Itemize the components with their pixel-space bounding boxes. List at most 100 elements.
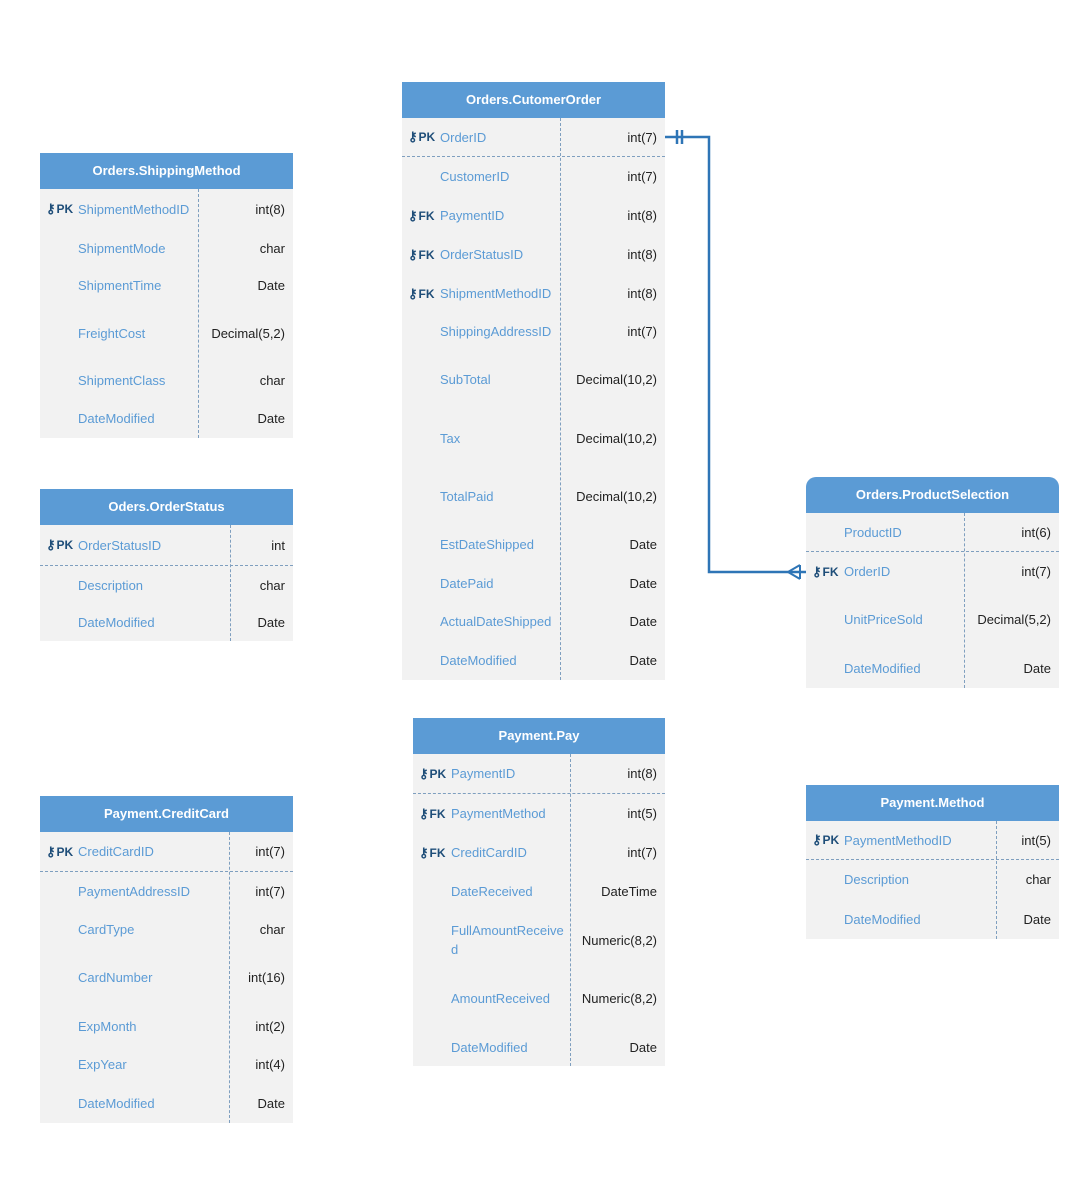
table-row[interactable]: DateReceived DateTime bbox=[413, 872, 665, 911]
field-type: Decimal(10,2) bbox=[576, 372, 657, 387]
field-name: CustomerID bbox=[440, 169, 510, 184]
field-name: CardType bbox=[78, 921, 135, 937]
field-name: TotalPaid bbox=[440, 488, 494, 504]
field-name: PaymentMethodID bbox=[844, 832, 952, 848]
key-label: FK bbox=[429, 806, 446, 821]
field-type: int(7) bbox=[627, 324, 657, 339]
key-label: FK bbox=[822, 564, 839, 579]
crowfoot-lower bbox=[787, 571, 801, 580]
foreign-key-marker: ⚷FK bbox=[419, 794, 446, 833]
field-type: int(8) bbox=[627, 208, 657, 223]
field-type: int(16) bbox=[248, 970, 285, 985]
key-label: FK bbox=[429, 845, 446, 860]
column-divider bbox=[996, 821, 997, 939]
field-name: ShipmentTime bbox=[78, 278, 162, 293]
field-type: int(2) bbox=[255, 1018, 285, 1034]
field-type: int(7) bbox=[627, 129, 657, 145]
field-type: Date bbox=[257, 278, 285, 293]
field-type: Date bbox=[629, 537, 657, 552]
field-name: ActualDateShipped bbox=[440, 614, 552, 629]
key-label: FK bbox=[418, 286, 435, 301]
field-name: ShipmentMode bbox=[78, 240, 166, 256]
key-icon: ⚷ bbox=[812, 563, 822, 579]
field-type: Decimal(10,2) bbox=[576, 488, 657, 504]
field-name: PaymentID bbox=[451, 766, 516, 781]
key-icon: ⚷ bbox=[408, 285, 418, 301]
field-type: Numeric(8,2) bbox=[581, 932, 657, 948]
primary-key-marker: ⚷PK bbox=[46, 832, 73, 871]
primary-key-marker: ⚷PK bbox=[46, 189, 73, 229]
field-type: int(8) bbox=[627, 247, 657, 262]
table-row[interactable]: ShipmentTime Date bbox=[40, 267, 293, 304]
field-name: DateModified bbox=[440, 653, 517, 668]
field-name: ShippingAddressID bbox=[440, 324, 552, 339]
field-type: Decimal(5,2) bbox=[977, 612, 1051, 627]
key-label: PK bbox=[56, 202, 74, 216]
key-icon: ⚷ bbox=[419, 805, 429, 821]
table-title: Payment.Pay bbox=[413, 718, 665, 754]
field-type: Date bbox=[629, 1039, 657, 1055]
field-name: Tax bbox=[440, 430, 461, 446]
table-row[interactable]: TotalPaid Decimal(10,2) bbox=[402, 467, 665, 525]
field-name: ProductID bbox=[844, 524, 902, 540]
table-row[interactable]: DateModified Date bbox=[402, 641, 665, 680]
field-name: DateReceived bbox=[451, 884, 533, 899]
key-icon: ⚷ bbox=[419, 765, 429, 781]
table-row[interactable]: ShippingAddressID int(7) bbox=[402, 313, 665, 350]
foreign-key-marker: ⚷FK bbox=[812, 552, 839, 591]
column-divider bbox=[198, 189, 199, 438]
table-title: Orders.ProductSelection bbox=[806, 477, 1059, 513]
field-type: int(7) bbox=[1021, 564, 1051, 579]
table-row[interactable]: SubTotal Decimal(10,2) bbox=[402, 350, 665, 409]
field-type: Date bbox=[629, 653, 657, 668]
field-type: DateTime bbox=[601, 884, 657, 899]
field-name: SubTotal bbox=[440, 372, 491, 387]
field-name: FreightCost bbox=[78, 325, 146, 341]
